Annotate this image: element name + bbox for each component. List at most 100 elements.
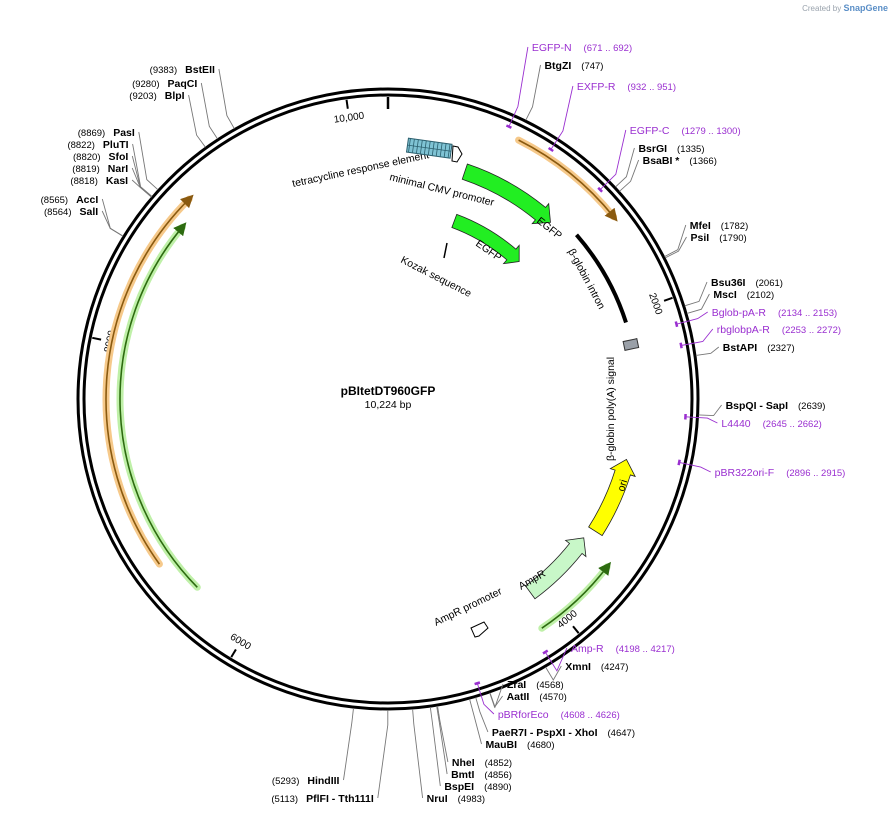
primer-bglob-pa-r[interactable]: Bglob-pA-R(2134 .. 2153) bbox=[674, 307, 837, 328]
features bbox=[451, 163, 636, 600]
primer-egfp-c[interactable]: EGFP-C (1279 .. 1300) bbox=[597, 125, 741, 193]
site-name: PluTI bbox=[103, 139, 129, 151]
tre-feature bbox=[405, 137, 453, 159]
site-bmti[interactable]: BmtI (4856) bbox=[436, 706, 512, 781]
primer-pbr322ori-f[interactable]: pBR322ori-F(2896 .. 2915) bbox=[677, 459, 846, 479]
primer-range: (671 .. 692) bbox=[584, 43, 633, 54]
site-name: MscI bbox=[713, 289, 736, 301]
site-name: MauBI bbox=[486, 739, 518, 751]
site-name: NheI bbox=[452, 757, 475, 769]
site-xmni[interactable]: XmnI(4247) bbox=[545, 661, 629, 681]
primer-name: EGFP-C bbox=[630, 125, 670, 137]
orange-band-left bbox=[105, 194, 194, 565]
site-position: (8564) bbox=[44, 207, 71, 218]
site-name: Bsu36I bbox=[711, 277, 746, 289]
site-pflfi-tth111i[interactable]: PflFI - Tth111I(5113) bbox=[271, 710, 389, 805]
site-leader bbox=[188, 94, 206, 148]
site-bstapi[interactable]: BstAPI (2327) bbox=[695, 342, 795, 356]
site-name: BspQI - SapI bbox=[726, 400, 789, 412]
site-hindiii[interactable]: HindIII(5293) bbox=[272, 708, 354, 787]
site-nhei[interactable]: NheI(4852) bbox=[437, 705, 513, 769]
primer-name: Amp-R bbox=[571, 643, 604, 655]
site-pasi[interactable]: PasI(8869) bbox=[78, 127, 159, 191]
site-name: ZraI bbox=[507, 679, 526, 691]
polya-box bbox=[622, 338, 640, 351]
primer-pbrforeco[interactable]: pBRforEco(4608 .. 4626) bbox=[474, 681, 620, 722]
site-leader bbox=[619, 159, 640, 192]
site-name: MfeI bbox=[690, 220, 711, 232]
beta-globin-intron-arc bbox=[574, 233, 628, 324]
site-position: (2102) bbox=[747, 290, 774, 301]
minimal-cmv-arrow bbox=[451, 145, 463, 163]
tick-8000 bbox=[92, 336, 102, 341]
site-blpi[interactable]: BlpI(9203) bbox=[129, 90, 206, 148]
site-name: NruI bbox=[427, 793, 448, 805]
site-name: XmnI bbox=[565, 661, 591, 673]
site-maubi[interactable]: MauBI (4680) bbox=[469, 698, 555, 751]
site-name: PflFI - Tth111I bbox=[306, 793, 374, 805]
plasmid-size: 10,224 bp bbox=[365, 399, 412, 411]
site-position: (4568) bbox=[536, 680, 563, 691]
site-name: BmtI bbox=[451, 769, 474, 781]
site-mfei[interactable]: MfeI (1782) bbox=[664, 220, 749, 257]
site-name: BtgZI bbox=[544, 60, 571, 72]
primer-leader bbox=[476, 683, 495, 715]
site-leader bbox=[545, 665, 562, 681]
snapgene-brand: SnapGene bbox=[843, 3, 888, 13]
tick-2000 bbox=[663, 296, 673, 302]
site-bsteii[interactable]: BstEII(9383) bbox=[150, 64, 235, 129]
site-name: PsiI bbox=[691, 232, 710, 244]
site-name: PasI bbox=[113, 127, 135, 139]
site-kasi[interactable]: KasI (8818) bbox=[70, 175, 152, 198]
site-name: KasI bbox=[106, 175, 128, 187]
primer-mark bbox=[542, 649, 549, 655]
site-leader bbox=[695, 346, 720, 356]
primer-mark bbox=[677, 459, 681, 466]
site-position: (4680) bbox=[527, 740, 554, 751]
site-bsabi-[interactable]: BsaBI *(1366) bbox=[619, 155, 717, 192]
site-position: (4856) bbox=[484, 770, 511, 781]
site-bspqi-sapi[interactable]: BspQI - SapI(2639) bbox=[698, 400, 826, 417]
site-leader bbox=[218, 68, 235, 129]
primer-range: (1279 .. 1300) bbox=[681, 126, 740, 137]
site-bsu36i[interactable]: Bsu36I(2061) bbox=[684, 277, 783, 307]
site-name: NarI bbox=[108, 163, 129, 175]
label-beta-globin-intron: β-globin intron bbox=[565, 247, 607, 312]
site-position: (9383) bbox=[150, 65, 177, 76]
site-position: (8819) bbox=[72, 164, 99, 175]
site-aatii[interactable]: AatII(4570) bbox=[489, 691, 567, 709]
site-paer7i-pspxi-xhoi[interactable]: PaeR7I - PspXI - XhoI(4647) bbox=[475, 697, 635, 739]
primer-exfp-r[interactable]: EXFP-R(932 .. 951) bbox=[547, 81, 676, 153]
site-position: (1782) bbox=[721, 221, 748, 232]
site-leader bbox=[615, 147, 635, 188]
site-position: (2327) bbox=[767, 343, 794, 354]
site-msci[interactable]: MscI (2102) bbox=[686, 289, 774, 314]
site-position: (4983) bbox=[458, 794, 485, 805]
site-bsrgi[interactable]: BsrGI(1335) bbox=[615, 143, 705, 188]
site-leader bbox=[525, 64, 541, 121]
site-position: (8818) bbox=[70, 176, 97, 187]
primer-egfp-n[interactable]: EGFP-N(671 .. 692) bbox=[505, 42, 633, 129]
site-btgzi[interactable]: BtgZI(747) bbox=[525, 60, 604, 121]
site-leader bbox=[131, 179, 152, 198]
primer-leader bbox=[508, 46, 529, 127]
site-name: BstAPI bbox=[723, 342, 758, 354]
site-name: BsaBI * bbox=[643, 155, 681, 167]
site-paqci[interactable]: PaqCI(9280) bbox=[132, 78, 218, 140]
site-sali[interactable]: SalI(8564) bbox=[44, 206, 124, 237]
backbone-outer bbox=[76, 87, 700, 711]
primer-leader bbox=[676, 311, 708, 325]
primer-rbglobpa-r[interactable]: rbglobpA-R(2253 .. 2272) bbox=[679, 324, 841, 349]
primer-amp-r[interactable]: Amp-R(4198 .. 4217) bbox=[542, 643, 675, 672]
primer-range: (2896 .. 2915) bbox=[786, 468, 845, 479]
primer-mark bbox=[505, 124, 512, 129]
green-band-bottom bbox=[541, 561, 611, 629]
primer-leader bbox=[599, 129, 627, 191]
feature-bands bbox=[102, 136, 618, 632]
primer-range: (2645 .. 2662) bbox=[763, 419, 822, 430]
site-position: (9280) bbox=[132, 79, 159, 90]
primer-l4440[interactable]: L4440(2645 .. 2662) bbox=[684, 413, 822, 430]
site-bspei[interactable]: BspEI(4890) bbox=[429, 707, 512, 793]
site-nrui[interactable]: NruI (4983) bbox=[412, 708, 485, 805]
site-psii[interactable]: PsiI(1790) bbox=[664, 232, 747, 259]
